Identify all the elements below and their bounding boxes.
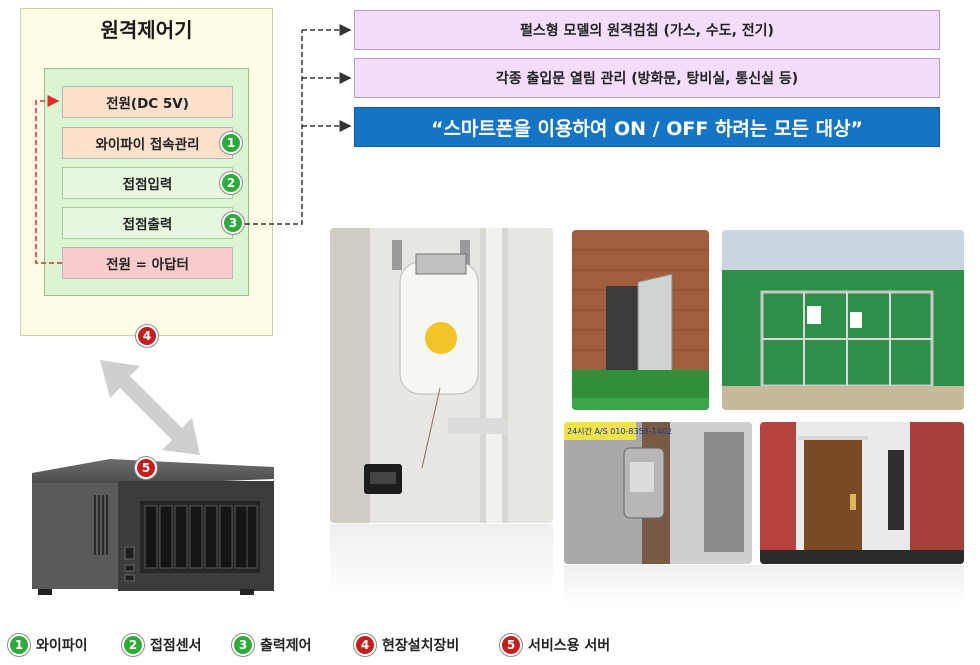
fence-gate-illustration — [722, 230, 964, 410]
module-label: 전원 = 아답터 — [106, 257, 189, 273]
fence-gate-photo — [722, 230, 964, 410]
module-label: 전원(DC 5V) — [106, 96, 189, 112]
door-lock-illustration: 24시간 A/S 010-8358-1402 — [564, 422, 752, 564]
target-label: 펄스형 모델의 원격검침 (가스, 수도, 전기) — [520, 23, 774, 39]
module-label: 접점입력 — [122, 177, 173, 193]
module-wifi: 와이파이 접속관리 — [62, 127, 233, 159]
controller-title: 원격제어기 — [100, 18, 193, 42]
wood-door-illustration — [760, 422, 964, 564]
gas-meter-reflection — [330, 524, 553, 594]
module-power-dc: 전원(DC 5V) — [62, 86, 233, 118]
power-feed-line — [35, 95, 62, 264]
legend-label: 출력제어 — [260, 638, 312, 654]
legend-output-control: 3 출력제어 — [232, 633, 312, 657]
legend-wifi: 1 와이파이 — [8, 633, 88, 657]
legend-badge: 2 — [122, 634, 144, 656]
module-label: 접점출력 — [122, 217, 173, 233]
gas-meter-illustration — [330, 228, 553, 523]
gas-meter-photo — [330, 228, 553, 523]
target-smartphone-onoff: “스마트폰을 이용하여 ON / OFF 하려는 모든 대상” — [354, 107, 940, 147]
module-contact-input: 접점입력 — [62, 167, 233, 199]
module-contact-output: 접점출력 — [62, 207, 233, 239]
legend-contact-sensor: 2 접점센서 — [122, 633, 202, 657]
green-door-illustration — [572, 230, 709, 410]
door-lock-photo: 24시간 A/S 010-8358-1402 — [564, 422, 752, 564]
server-icon — [32, 459, 274, 595]
photo-reflection — [564, 565, 964, 605]
module-label: 와이파이 접속관리 — [95, 137, 200, 153]
badge-field-device: 4 — [136, 325, 158, 347]
legend-badge: 3 — [232, 634, 254, 656]
legend-badge: 1 — [8, 634, 30, 656]
legend-field-device: 4 현장설치장비 — [354, 633, 459, 657]
bidirectional-arrow-icon — [100, 360, 200, 455]
target-label: 각종 출입문 열림 관리 (방화문, 탕비실, 통신실 등) — [495, 71, 799, 87]
legend-label: 서비스용 서버 — [528, 638, 611, 654]
legend-badge: 5 — [500, 634, 522, 656]
target-door-management: 각종 출입문 열림 관리 (방화문, 탕비실, 통신실 등) — [354, 58, 940, 98]
target-remote-metering: 펄스형 모델의 원격검침 (가스, 수도, 전기) — [354, 10, 940, 50]
target-label: “스마트폰을 이용하여 ON / OFF 하려는 모든 대상” — [430, 117, 864, 140]
output-connector-line — [245, 30, 303, 225]
legend-badge: 4 — [354, 634, 376, 656]
door-lock-sign-text: 24시간 A/S 010-8358-1402 — [567, 426, 672, 436]
green-door-photo — [572, 230, 709, 410]
legend-label: 현장설치장비 — [382, 638, 460, 654]
legend-service-server: 5 서비스용 서버 — [500, 633, 610, 657]
module-power-adapter: 전원 = 아답터 — [62, 247, 233, 279]
badge-wifi: 1 — [220, 132, 242, 154]
badge-contact-sensor: 2 — [220, 172, 242, 194]
legend-label: 접점센서 — [150, 638, 202, 654]
wood-door-photo — [760, 422, 964, 564]
badge-service-server: 5 — [135, 457, 157, 479]
legend-label: 와이파이 — [36, 638, 88, 654]
badge-output-control: 3 — [222, 212, 244, 234]
